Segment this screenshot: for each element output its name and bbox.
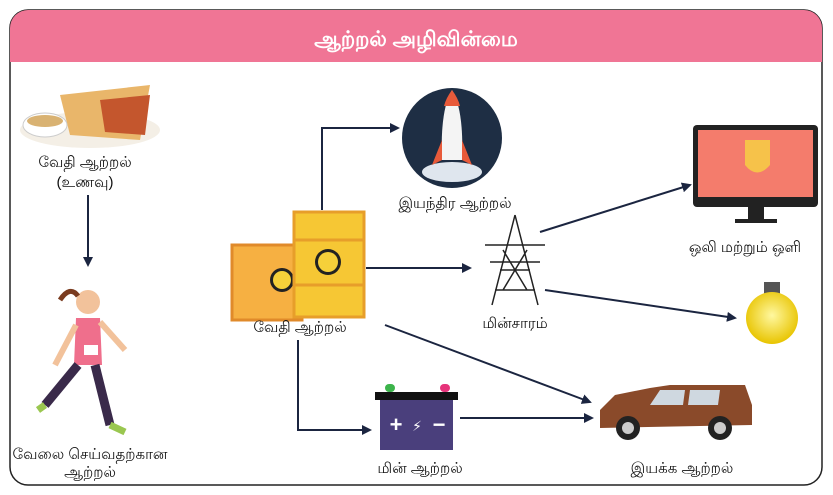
arrow-fuel-to-battery bbox=[297, 340, 372, 435]
car-image bbox=[600, 385, 752, 440]
mechanical-label: இயந்திர ஆற்றல் bbox=[398, 195, 511, 212]
food-label-line2: (உணவு) bbox=[56, 174, 113, 191]
work-label-line1: வேலை செய்வதற்கான bbox=[13, 446, 168, 463]
work-label-line2: ஆற்றல் bbox=[64, 464, 116, 481]
electrical-label: மின் ஆற்றல் bbox=[377, 460, 462, 477]
transmission-tower-image bbox=[485, 214, 545, 306]
electricity-label: மின்சாரம் bbox=[482, 315, 547, 332]
arrow-electricity-to-bulb bbox=[544, 289, 737, 322]
diagram-title: ஆற்றல் அழிவின்மை bbox=[314, 28, 518, 54]
rocket-image bbox=[402, 88, 502, 188]
light-bulb-image bbox=[746, 282, 798, 344]
monitor-image bbox=[693, 125, 818, 223]
food-label-line1: வேதி ஆற்றல் bbox=[38, 154, 131, 171]
food-image bbox=[20, 85, 160, 148]
runner-image bbox=[35, 288, 128, 436]
frame: ஆற்றல் அழிவின்மை bbox=[9, 9, 823, 486]
battery-bolt: ⚡ bbox=[412, 419, 422, 435]
arrow-electricity-to-monitor bbox=[539, 182, 692, 233]
fuel-barrels-image bbox=[230, 210, 366, 322]
arrow-fuel-to-mechanical bbox=[321, 123, 400, 210]
sound-light-label: ஒலி மற்றும் ஒளி bbox=[689, 239, 801, 256]
battery-image: + ⚡ − bbox=[375, 384, 458, 450]
kinetic-label: இயக்க ஆற்றல் bbox=[631, 460, 734, 477]
battery-minus: − bbox=[433, 412, 446, 437]
battery-plus: + bbox=[390, 412, 403, 437]
fuel-label: வேதி ஆற்றல் bbox=[253, 319, 346, 336]
header-bar bbox=[10, 10, 822, 62]
arrow-fuel-to-car bbox=[384, 324, 592, 404]
